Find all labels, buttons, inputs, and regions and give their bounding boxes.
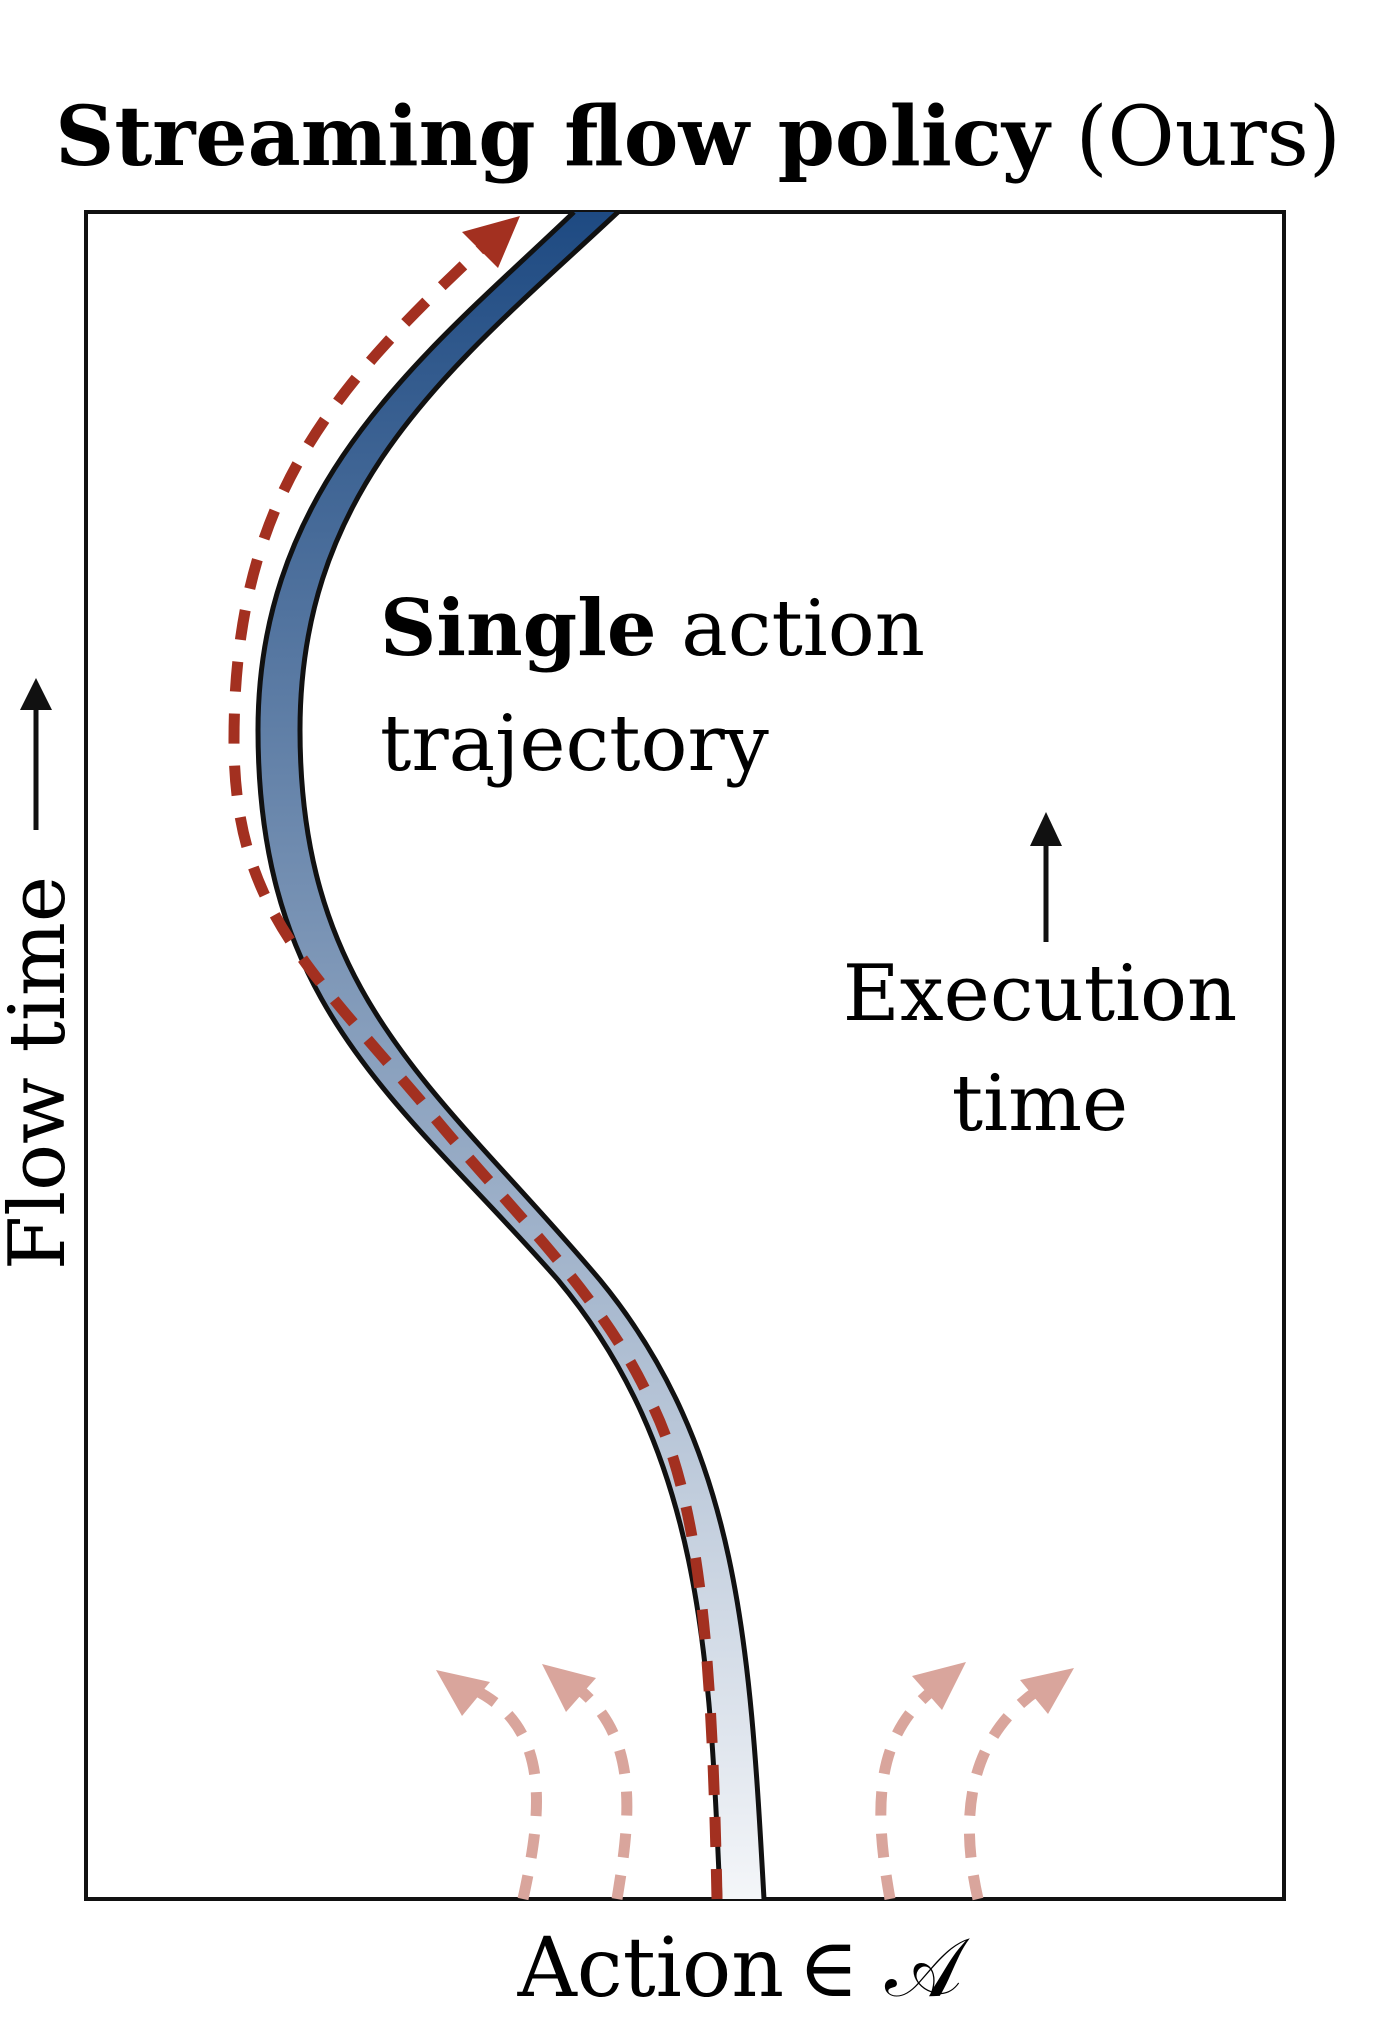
faint-arrow-head-4 — [1020, 1668, 1074, 1714]
faint-arrow-heads — [436, 1662, 1074, 1716]
title-bold-part: Streaming flow policy — [55, 89, 1052, 185]
flow-time-label: Flow time — [0, 876, 83, 1270]
figure-title: Streaming flow policy (Ours) — [55, 89, 1341, 185]
action-axis-text: Action — [517, 1921, 785, 2016]
faint-arrow-path-4 — [963, 1685, 1042, 1901]
faint-arrow-head-2 — [542, 1664, 596, 1712]
faint-arrow-path-2 — [576, 1685, 633, 1900]
plot-frame — [84, 210, 1286, 1901]
execution-time-label-line2: time — [952, 1059, 1128, 1149]
flow-arrow-dashed — [228, 241, 723, 1900]
title-suffix: (Ours) — [1050, 90, 1341, 185]
trajectory-label-rest: action — [656, 584, 924, 674]
flow-time-arrow-head — [20, 678, 52, 710]
trajectory-label-line2: trajectory — [380, 699, 769, 789]
flow-time-axis: Flow time — [0, 678, 83, 1270]
action-axis-set: ∈ 𝒜 — [798, 1921, 970, 2016]
faint-arrow-head-3 — [912, 1662, 966, 1710]
faint-arrow-path-1 — [472, 1685, 542, 1901]
action-axis-label: Action∈ 𝒜 — [517, 1921, 970, 2016]
trajectory-left-edge — [255, 210, 723, 1900]
faint-arrow-path-3 — [875, 1685, 937, 1900]
faint-arrow-head-1 — [436, 1670, 490, 1716]
trajectory-label-line1: Single action — [380, 583, 925, 674]
execution-time-arrow-head — [1030, 812, 1062, 846]
execution-time-label-line1: Execution — [843, 949, 1238, 1039]
flow-arrow-head — [462, 216, 520, 268]
trajectory-right-edge — [297, 210, 767, 1900]
trajectory-label-bold: Single — [380, 583, 656, 674]
